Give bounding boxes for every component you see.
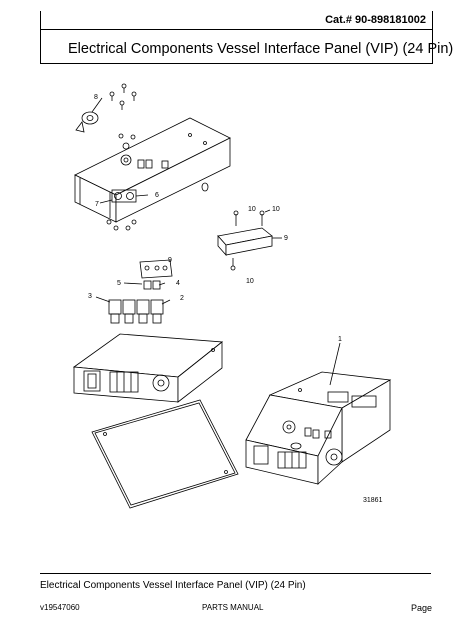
callout-3: 3 [88, 293, 92, 300]
callout-10-b: 10 [272, 206, 280, 213]
header-divider [41, 29, 432, 30]
callout-2: 2 [180, 295, 184, 302]
footer-manual-label: PARTS MANUAL [202, 603, 264, 612]
callout-9-relay: 9 [168, 257, 172, 264]
footer-page-label: Page [411, 603, 433, 613]
footer-divider [40, 573, 431, 574]
relay-bracket-group [95, 259, 173, 324]
footer-doc-number: v19547060 [40, 603, 80, 612]
base-plate [91, 399, 239, 509]
header-box: Cat.# 90-898181002 Electrical Components… [40, 11, 453, 64]
callout-6: 6 [155, 192, 159, 199]
callout-4: 4 [176, 280, 180, 287]
callout-8: 8 [94, 94, 98, 101]
callout-10-a: 10 [248, 206, 256, 213]
exploded-parts-diagram: 8 7 6 10 10 9 10 9 5 4 3 2 1 31861 [72, 83, 392, 509]
page-title: Electrical Components Vessel Interface P… [68, 41, 454, 57]
cover-screws [109, 83, 137, 110]
callout-7: 7 [95, 201, 99, 208]
figure-number: 31861 [363, 497, 383, 504]
vip-panel-box [72, 333, 224, 403]
callout-9-bracket: 9 [284, 235, 288, 242]
item-1-assembled-panel [245, 342, 392, 485]
catalog-number: Cat.# 90-898181002 [325, 14, 426, 26]
cover-housing [74, 117, 231, 223]
footer-title: Electrical Components Vessel Interface P… [40, 580, 306, 591]
item-6-7-connectors [99, 189, 149, 231]
item-8-part [75, 97, 103, 133]
callout-1: 1 [338, 336, 342, 343]
callout-5: 5 [117, 280, 121, 287]
callout-10-c: 10 [246, 278, 254, 285]
item-9-bracket [217, 209, 282, 271]
